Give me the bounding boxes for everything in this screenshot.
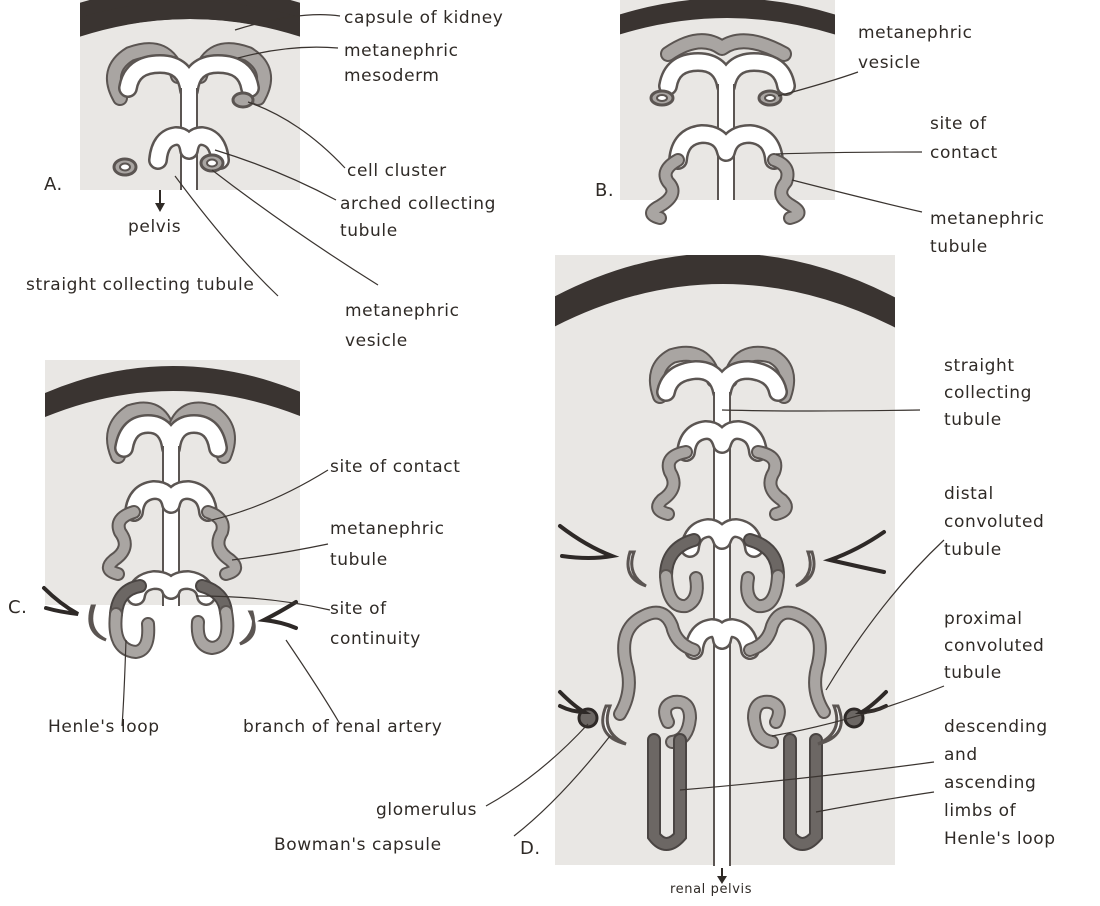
- label-capsule-of-kidney: capsule of kidney: [344, 5, 503, 31]
- label-site-of-contact-c: site of contact: [330, 454, 461, 480]
- label-henles-loop: Henle's loop: [48, 714, 160, 740]
- label-renal-pelvis: renal pelvis: [670, 880, 752, 900]
- panel-b-letter: B.: [595, 180, 614, 201]
- label-bowmans-capsule: Bowman's capsule: [274, 832, 442, 858]
- label-cell-cluster: cell cluster: [347, 158, 447, 184]
- label-metanephric-vesicle-a: metanephric vesicle: [345, 296, 460, 356]
- label-metanephric-tubule-c: metanephric tubule: [330, 514, 445, 576]
- label-arched-collecting-tubule: arched collecting tubule: [340, 191, 496, 245]
- label-site-of-contact-b: site of contact: [930, 110, 998, 168]
- panel-a: [70, 0, 378, 296]
- panel-d-letter: D.: [520, 838, 541, 859]
- panel-c: [38, 360, 340, 726]
- label-metanephric-tubule-b: metanephric tubule: [930, 205, 1045, 261]
- label-descending-ascending-limbs: descending and ascending limbs of Henle'…: [944, 713, 1056, 853]
- label-metanephric-mesoderm: metanephric mesoderm: [344, 39, 459, 89]
- label-site-of-continuity: site of continuity: [330, 594, 421, 654]
- label-straight-collecting-tubule-d: straight collecting tubule: [944, 353, 1032, 434]
- label-proximal-convoluted-tubule: proximal convoluted tubule: [944, 606, 1044, 687]
- panel-c-bowman-left: [90, 606, 106, 640]
- panel-c-bowman-right: [240, 612, 254, 644]
- label-metanephric-vesicle-b: metanephric vesicle: [858, 18, 973, 78]
- label-branch-of-renal-artery: branch of renal artery: [243, 714, 442, 740]
- label-pelvis: pelvis: [128, 214, 181, 240]
- label-straight-collecting-tubule: straight collecting tubule: [26, 272, 254, 298]
- label-distal-convoluted-tubule: distal convoluted tubule: [944, 480, 1044, 564]
- panel-c-letter: C.: [8, 597, 27, 618]
- panel-a-letter: A.: [44, 174, 63, 195]
- label-glomerulus: glomerulus: [376, 797, 477, 823]
- panel-a-cell-cluster: [233, 93, 253, 107]
- panel-d: [486, 253, 944, 884]
- panel-c-vessel-right: [264, 602, 296, 628]
- panel-a-arrow-icon: [155, 203, 165, 212]
